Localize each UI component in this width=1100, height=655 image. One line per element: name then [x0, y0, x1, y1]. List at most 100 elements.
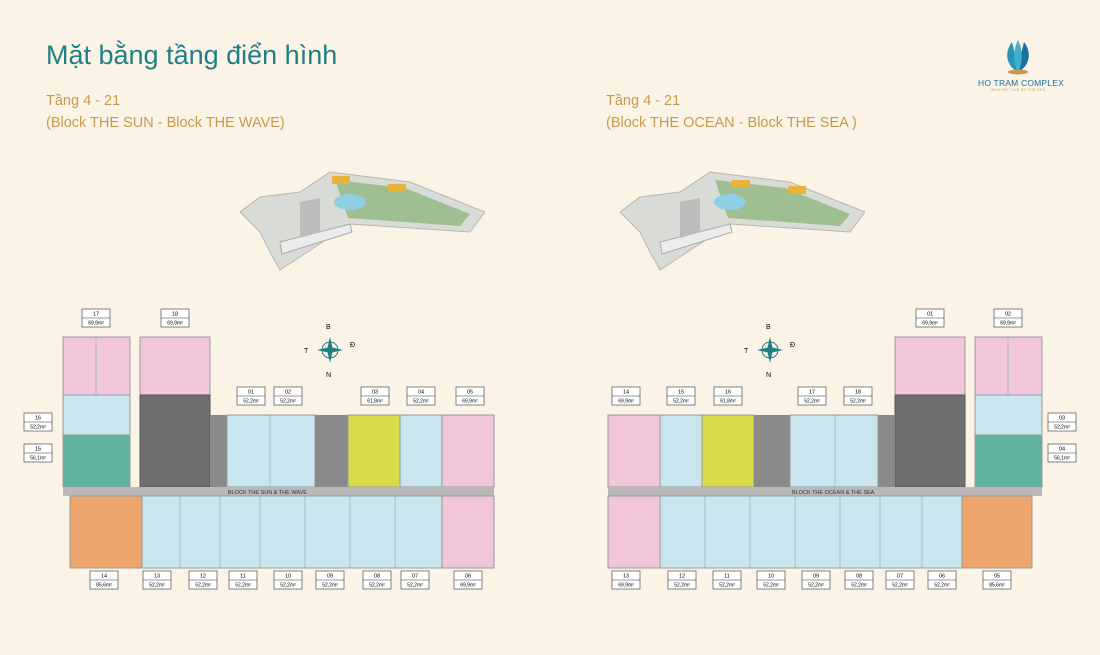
unit-area: 52,2m²	[280, 583, 296, 589]
unit-number: 02	[285, 390, 291, 396]
unit-area: 52,2m²	[673, 399, 689, 405]
unit-number: 14	[623, 390, 629, 396]
page-title: Mặt bằng tầng điển hình	[46, 40, 338, 70]
brand-name: HO TRAM COMPLEX	[978, 78, 1064, 88]
unit-number: 05	[994, 574, 1000, 580]
unit-area: 52,2m²	[407, 583, 423, 589]
right-plan-caption: Tầng 4 - 21 (Block THE OCEAN - Block THE…	[606, 90, 857, 134]
unit-tag-left-09: 09 52,2m²	[315, 570, 345, 590]
brand-tagline: HEALTHY LIVE BY THE SEA	[990, 88, 1046, 92]
unit-number: 11	[724, 574, 730, 580]
left-corridor-label: BLOCK THE SUN & THE WAVE	[228, 490, 307, 496]
left-floor-plan: B N T Đ BLOCK THE SUN & THE WAVE 1769,9m…	[23, 308, 495, 590]
unit-number: 03	[372, 390, 378, 396]
unit-area: 61,8m²	[720, 399, 736, 405]
brand-logo: HO TRAM COMPLEX HEALTHY LIVE BY THE SEA	[978, 36, 1064, 100]
unit-tag-right-06: 06 52,2m²	[927, 570, 957, 590]
unit-tag-right-03: 03 52,2m²	[1047, 412, 1077, 432]
unit-tag-left-04: 04 52,2m²	[406, 386, 436, 406]
unit-number: 04	[1059, 447, 1065, 453]
unit-number: 01	[927, 312, 933, 318]
right-compass: B N T Đ	[744, 324, 795, 379]
unit-area: 52,2m²	[322, 583, 338, 589]
unit-tag-right-10: 10 52,2m²	[756, 570, 786, 590]
unit-area: 52,2m²	[763, 583, 779, 589]
unit-area: 69,9m²	[167, 321, 183, 327]
unit-number: 06	[939, 574, 945, 580]
unit-tag-right-12: 12 52,2m²	[667, 570, 697, 590]
unit-tag-left-18: 18 69,9m²	[160, 308, 190, 328]
left-blocks-label: (Block THE SUN - Block THE WAVE)	[46, 115, 285, 131]
unit-number: 09	[813, 574, 819, 580]
unit-number: 18	[172, 312, 178, 318]
unit-area: 56,1m²	[30, 456, 46, 462]
unit-number: 12	[200, 574, 206, 580]
unit-area: 52,2m²	[719, 583, 735, 589]
right-blocks-label: (Block THE OCEAN - Block THE SEA )	[606, 115, 857, 131]
unit-number: 12	[679, 574, 685, 580]
unit-number: 06	[465, 574, 471, 580]
unit-area: 52,2m²	[280, 399, 296, 405]
unit-area: 69,9m²	[922, 321, 938, 327]
unit-area: 52,2m²	[674, 583, 690, 589]
unit-number: 11	[240, 574, 246, 580]
unit-number: 05	[467, 390, 473, 396]
compass-n: B	[326, 324, 331, 331]
unit-number: 07	[897, 574, 903, 580]
unit-tag-right-04: 04 56,1m²	[1047, 443, 1077, 463]
unit-number: 04	[418, 390, 424, 396]
unit-area: 52,2m²	[934, 583, 950, 589]
unit-number: 16	[35, 416, 41, 422]
compass-e: Đ	[790, 342, 795, 349]
unit-area: 52,2m²	[851, 583, 867, 589]
unit-area: 52,2m²	[1054, 425, 1070, 431]
unit-number: 17	[93, 312, 99, 318]
unit-area: 69,9m²	[618, 583, 634, 589]
right-floors-label: Tầng 4 - 21	[606, 93, 681, 109]
unit-area: 69,9m²	[1000, 321, 1016, 327]
unit-number: 03	[1059, 416, 1065, 422]
unit-area: 85,6m²	[989, 583, 1005, 589]
unit-area: 52,2m²	[149, 583, 165, 589]
unit-area: 52,2m²	[804, 399, 820, 405]
unit-tag-right-14: 14 69,9m²	[611, 386, 641, 406]
unit-area: 56,1m²	[1054, 456, 1070, 462]
unit-number: 08	[374, 574, 380, 580]
unit-area: 69,9m²	[618, 399, 634, 405]
right-site-plan-image	[620, 171, 865, 271]
unit-number: 09	[327, 574, 333, 580]
unit-tag-left-02: 02 52,2m²	[273, 386, 303, 406]
left-site-plan-image	[240, 171, 485, 271]
unit-tag-right-02: 02 69,9m²	[993, 308, 1023, 328]
left-plan-caption: Tầng 4 - 21 (Block THE SUN - Block THE W…	[46, 90, 285, 134]
compass-s: N	[326, 372, 331, 379]
unit-number: 15	[678, 390, 684, 396]
unit-area: 52,2m²	[30, 425, 46, 431]
left-floors-label: Tầng 4 - 21	[46, 93, 121, 109]
compass-e: Đ	[350, 342, 355, 349]
unit-number: 15	[35, 447, 41, 453]
unit-area: 52,2m²	[892, 583, 908, 589]
unit-tag-left-16: 16 52,2m²	[23, 412, 53, 432]
unit-area: 52,2m²	[413, 399, 429, 405]
unit-number: 16	[725, 390, 731, 396]
unit-area: 52,2m²	[243, 399, 259, 405]
compass-n: B	[766, 324, 771, 331]
unit-tag-right-11: 11 52,2m²	[712, 570, 742, 590]
unit-number: 14	[101, 574, 107, 580]
unit-tag-right-05: 05 85,6m²	[982, 570, 1012, 590]
unit-number: 02	[1005, 312, 1011, 318]
unit-number: 10	[768, 574, 774, 580]
unit-area: 61,8m²	[367, 399, 383, 405]
